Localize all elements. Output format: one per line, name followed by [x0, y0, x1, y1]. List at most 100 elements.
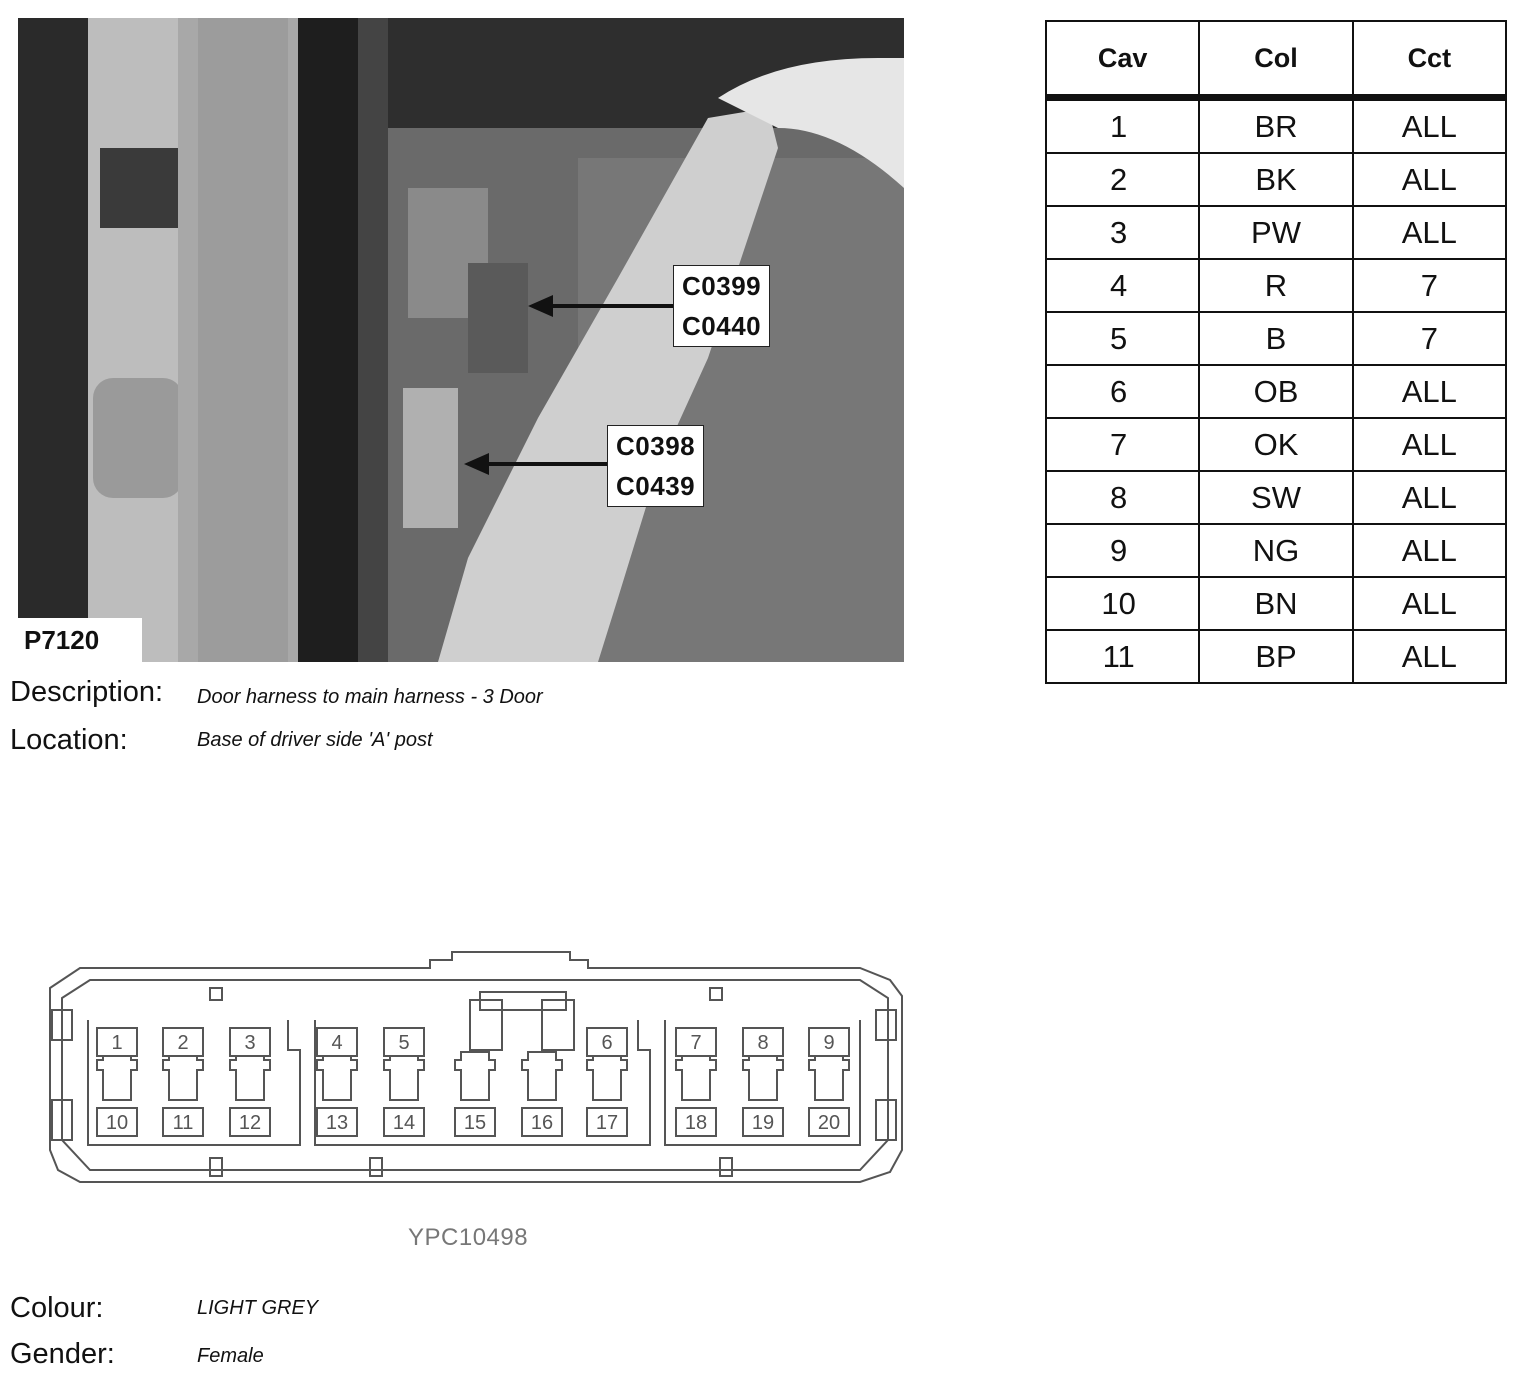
cell-cav: 3 — [1044, 205, 1201, 260]
cell-cav: 10 — [1044, 576, 1201, 631]
cell-col: BK — [1198, 152, 1354, 207]
bottom-pin-17-label: 17 — [596, 1112, 618, 1134]
bottom-pin-18-cavity — [675, 1107, 717, 1137]
top-pin-3-label: 3 — [244, 1032, 255, 1054]
callout-upper-connectors: C0399 C0440 — [673, 265, 771, 347]
part-number: YPC10498 — [408, 1224, 529, 1251]
bottom-pin-13-cavity — [316, 1107, 358, 1137]
arrow-upper-head — [528, 295, 553, 317]
cell-col: B — [1198, 311, 1354, 366]
header-cav: Cav — [1044, 20, 1201, 101]
pin-group-frame-left — [87, 1020, 301, 1146]
callout-arrows — [464, 295, 673, 475]
callout-upper-line-1: C0399 — [682, 271, 762, 301]
gender-value: Female — [197, 1345, 264, 1367]
bottom-pin-20-label: 20 — [818, 1112, 840, 1134]
cell-col: R — [1198, 258, 1354, 313]
pin-cavity-body — [521, 1051, 563, 1101]
cell-cav: 8 — [1044, 470, 1201, 525]
cell-cct: ALL — [1351, 523, 1508, 578]
bottom-pin-10-label: 10 — [106, 1112, 128, 1134]
pin-cavity-body — [586, 1051, 628, 1101]
top-pin-7-label: 7 — [690, 1032, 701, 1054]
top-pin-2-label: 2 — [177, 1032, 188, 1054]
gender-label: Gender: — [10, 1338, 115, 1370]
top-pin-8-label: 8 — [757, 1032, 768, 1054]
pin-cavity-body — [742, 1051, 784, 1101]
colour-value: LIGHT GREY — [197, 1297, 319, 1319]
top-pin-9-label: 9 — [823, 1032, 834, 1054]
cell-col: BP — [1198, 629, 1354, 684]
connector-location-photo: C0399 C0440 C0398 C0439 P7120 — [18, 18, 904, 662]
cell-cct: ALL — [1351, 364, 1508, 419]
latch-bar — [479, 991, 567, 1011]
left-rib-bottom — [51, 1099, 73, 1141]
cell-cct: ALL — [1351, 96, 1508, 154]
top-pin-8-cavity — [742, 1027, 784, 1057]
bottom-pin-15-label: 15 — [464, 1112, 486, 1134]
bottom-pin-14-label: 14 — [393, 1112, 415, 1134]
top-pin-6-cavity — [586, 1027, 628, 1057]
bottom-pin-16-cavity — [521, 1107, 563, 1137]
bottom-pin-11-label: 11 — [173, 1112, 194, 1134]
cell-cav: 2 — [1044, 152, 1201, 207]
cell-cct: 7 — [1351, 258, 1508, 313]
bottom-pin-19-cavity — [742, 1107, 784, 1137]
cell-cct: ALL — [1351, 152, 1508, 207]
bottom-tab — [719, 1157, 733, 1177]
table-header-row: Cav Col Cct — [1044, 20, 1508, 101]
cell-cav: 4 — [1044, 258, 1201, 313]
bottom-pin-12-cavity — [229, 1107, 271, 1137]
cell-cct: ALL — [1351, 417, 1508, 472]
cell-cav: 11 — [1044, 629, 1201, 684]
pin-group-frame-centre — [314, 1020, 651, 1146]
pin-cavity-body — [316, 1051, 358, 1101]
cell-col: OB — [1198, 364, 1354, 419]
pin-cavity-body — [454, 1051, 496, 1101]
top-pin-7-cavity — [675, 1027, 717, 1057]
top-pin-5-cavity — [383, 1027, 425, 1057]
connector-housing-inner — [61, 979, 889, 1171]
cell-col: NG — [1198, 523, 1354, 578]
right-rib-bottom — [875, 1099, 897, 1141]
photo-id-label: P7120 — [18, 618, 142, 662]
pin-cavity-body — [96, 1051, 138, 1101]
bottom-tab — [209, 1157, 223, 1177]
top-pin-9-cavity — [808, 1027, 850, 1057]
cell-cct: 7 — [1351, 311, 1508, 366]
cell-col: SW — [1198, 470, 1354, 525]
cell-col: OK — [1198, 417, 1354, 472]
connector-housing — [49, 951, 903, 1183]
latch-right — [541, 999, 575, 1051]
top-pin-6-label: 6 — [601, 1032, 612, 1054]
left-rib-top — [51, 1009, 73, 1041]
callout-lower-connectors: C0398 C0439 — [607, 425, 705, 507]
bottom-pin-15-cavity — [454, 1107, 496, 1137]
bottom-pin-13-label: 13 — [326, 1112, 348, 1134]
header-col: Col — [1198, 20, 1354, 101]
top-pin-4-label: 4 — [331, 1032, 342, 1054]
cell-cct: ALL — [1351, 205, 1508, 260]
description-value: Door harness to main harness - 3 Door — [197, 686, 543, 708]
cell-cav: 7 — [1044, 417, 1201, 472]
colour-label: Colour: — [10, 1292, 104, 1324]
pin-cavity-body — [808, 1051, 850, 1101]
bottom-pin-10-cavity — [96, 1107, 138, 1137]
pin-cavity-body — [675, 1051, 717, 1101]
top-tab — [209, 987, 223, 1001]
cell-cct: ALL — [1351, 629, 1508, 684]
cell-cav: 5 — [1044, 311, 1201, 366]
bottom-pin-11-cavity — [162, 1107, 204, 1137]
top-tab — [709, 987, 723, 1001]
top-pin-5-label: 5 — [398, 1032, 409, 1054]
top-pin-2-cavity — [162, 1027, 204, 1057]
top-pin-3-cavity — [229, 1027, 271, 1057]
